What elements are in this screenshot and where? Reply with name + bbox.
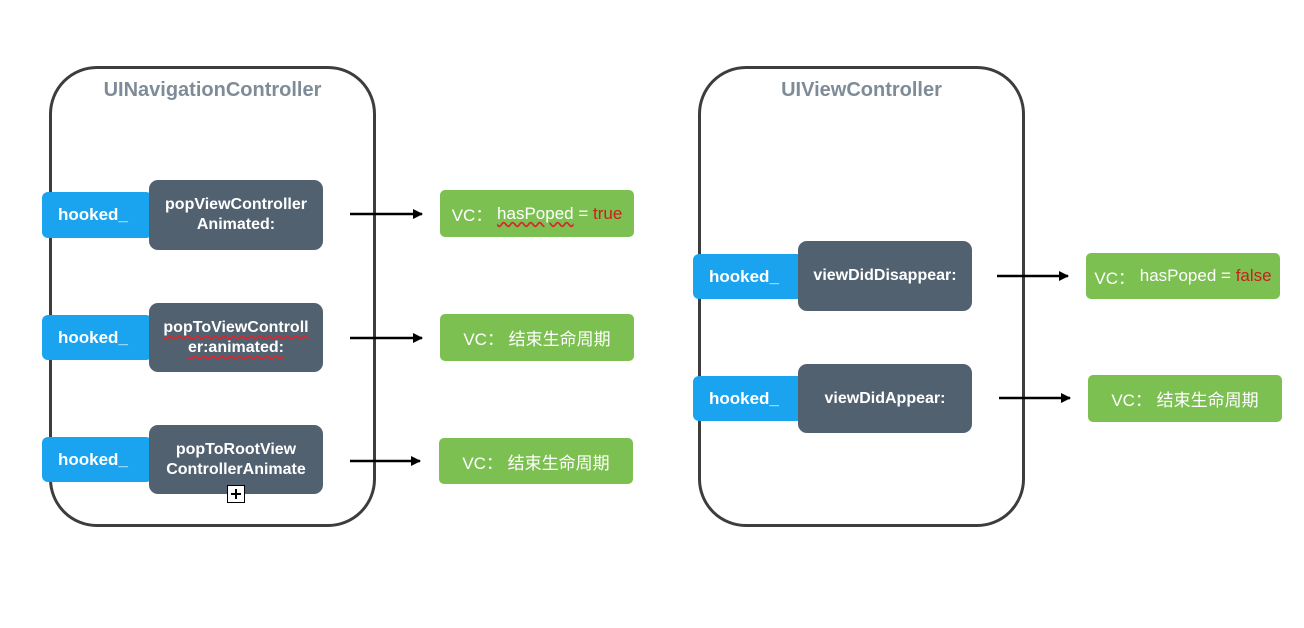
method-line: ControllerAnimate xyxy=(166,460,306,478)
hook-label: hooked_ xyxy=(42,192,152,238)
container-title: UIViewController xyxy=(781,79,942,101)
result-node: VC： 结束生命周期 xyxy=(440,314,634,361)
result-equals: = xyxy=(1216,266,1236,285)
method-node: popViewController Animated: xyxy=(149,180,323,250)
method-line: popViewController xyxy=(165,196,307,213)
result-node: VC： hasPoped = true xyxy=(440,190,634,237)
hook-label: hooked_ xyxy=(42,315,152,360)
method-node: viewDidAppear: xyxy=(798,364,972,433)
result-value: true xyxy=(593,203,623,223)
result-node: VC： hasPoped = false xyxy=(1086,253,1280,299)
result-node: VC： 结束生命周期 xyxy=(1088,375,1282,422)
expand-icon[interactable] xyxy=(227,485,245,503)
method-node: popToViewControll er:animated: xyxy=(149,303,323,372)
method-line: popToRootView xyxy=(175,440,297,458)
result-value: false xyxy=(1235,266,1272,285)
method-line: er:animated: xyxy=(187,338,284,356)
method-node: popToRootView ControllerAnimate xyxy=(149,425,323,494)
result-prefix: VC： xyxy=(451,206,498,225)
result-equals: = xyxy=(573,203,593,223)
result-variable: hasPoped xyxy=(497,203,574,223)
result-node: VC： 结束生命周期 xyxy=(439,438,633,484)
hook-label: hooked_ xyxy=(693,254,803,299)
method-node: viewDidDisappear: xyxy=(798,241,972,311)
hook-label: hooked_ xyxy=(42,437,152,482)
result-variable: hasPoped xyxy=(1139,266,1217,285)
method-line: popToViewControll xyxy=(163,318,309,336)
hook-label: hooked_ xyxy=(693,376,803,421)
method-line: Animated: xyxy=(196,216,276,233)
container-title: UINavigationController xyxy=(103,79,322,101)
result-prefix: VC： xyxy=(1094,268,1140,288)
